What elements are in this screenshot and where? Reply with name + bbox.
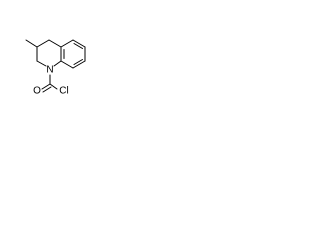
chlorine-label: Cl <box>59 86 68 96</box>
bond-c8a-c4 <box>48 39 62 48</box>
bond-c6-c5 <box>72 60 86 69</box>
double-bond-carbonyl-oxygen <box>42 86 52 93</box>
nitrogen-label: N <box>46 65 53 76</box>
bond-c4-c3 <box>36 39 50 48</box>
bond-carbonyl-oxygen <box>41 83 51 90</box>
bond-carbonyl-chlorine <box>49 83 58 90</box>
bond-c5-c4a <box>60 60 74 69</box>
oxygen-label: O <box>33 86 41 96</box>
bond-c8-c7 <box>72 39 86 48</box>
bond-n1-c4a <box>53 60 62 67</box>
bond-c3-methyl <box>25 39 38 48</box>
benzene-ring <box>60 39 86 69</box>
double-bond-c6-c5-inner <box>73 59 83 65</box>
carbonyl-chloride-group <box>41 74 58 93</box>
double-bond-c8-c7-inner <box>73 43 83 49</box>
saturated-ring <box>36 39 62 67</box>
bond-c8a-c8 <box>60 39 74 48</box>
molecule-structure: N O Cl <box>25 39 86 96</box>
bond-c2-n1 <box>36 60 47 67</box>
